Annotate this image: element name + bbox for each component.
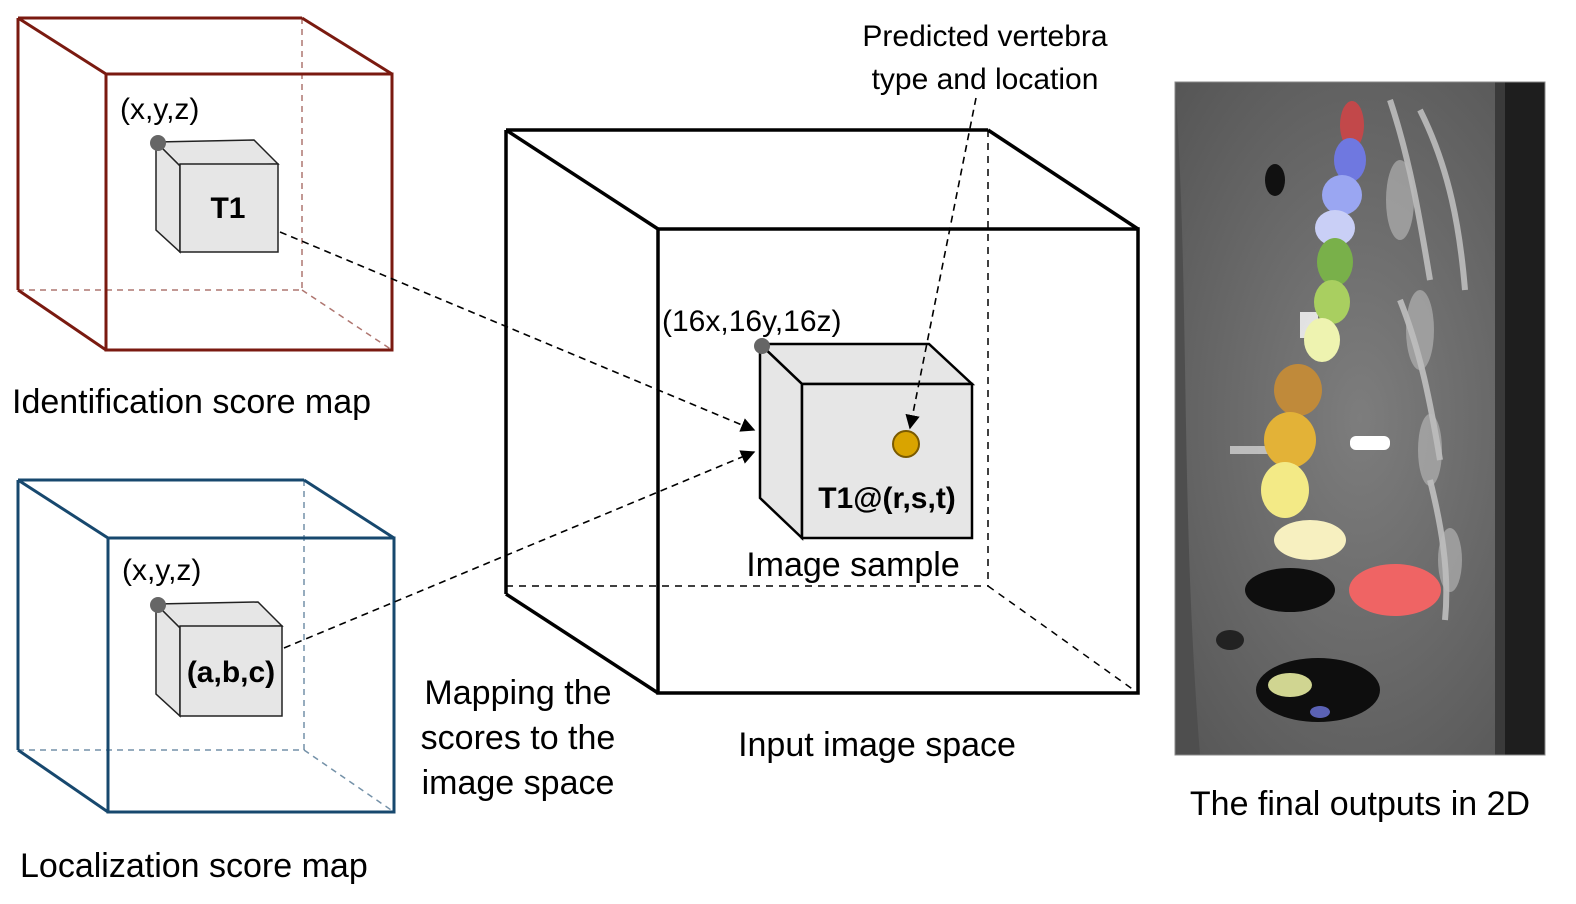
localization-coord-label: (x,y,z): [122, 554, 201, 587]
vertebra-predictions: [1261, 101, 1441, 718]
localization-mapping-arrow: [283, 450, 756, 649]
image-sample-label: T1@(r,s,t): [818, 482, 956, 515]
image-sample-cube: [756, 341, 976, 541]
image-sample-corner-dot: [754, 338, 770, 354]
ct-sagittal-spine-image: [1175, 82, 1545, 755]
identification-score-map: (x,y,z) T1 Identification score map: [12, 16, 394, 421]
identification-coord-label: (x,y,z): [120, 93, 199, 126]
mapping-caption-line2: scores to the: [421, 719, 616, 757]
mapping-caption: Mapping the scores to the image space: [421, 674, 616, 802]
mapping-caption-line3: image space: [422, 764, 615, 802]
localization-cube-label: (a,b,c): [187, 656, 275, 689]
mapping-arrows: [279, 97, 977, 649]
prediction-caption: Predicted vertebra type and location: [862, 20, 1107, 96]
mapping-caption-line1: Mapping the: [424, 674, 611, 712]
input-image-space: (16x,16y,16z) T1@(r,s,t) Image sample In…: [504, 128, 1140, 764]
localization-corner-dot: [150, 597, 166, 613]
localization-score-map: (x,y,z) (a,b,c) Localization score map: [16, 478, 396, 885]
input-space-caption: Input image space: [738, 726, 1016, 764]
image-sample-caption: Image sample: [746, 546, 960, 584]
predicted-location-point: [892, 430, 920, 458]
prediction-caption-line1: Predicted vertebra: [862, 20, 1107, 53]
final-output-caption: The final outputs in 2D: [1190, 785, 1530, 823]
identification-voxel-cube: [154, 139, 280, 254]
prediction-caption-line2: type and location: [872, 63, 1099, 96]
localization-voxel-cube: [154, 601, 284, 718]
localization-map-caption: Localization score map: [20, 847, 368, 885]
identification-wireframe-cube: [16, 16, 394, 352]
identification-mapping-arrow: [279, 231, 756, 432]
prediction-pointer-arrow: [905, 97, 977, 430]
identification-map-caption: Identification score map: [12, 383, 371, 421]
input-space-wireframe-cube: [504, 128, 1140, 695]
identification-corner-dot: [150, 135, 166, 151]
localization-wireframe-cube: [16, 478, 396, 814]
image-sample-coord-label: (16x,16y,16z): [662, 305, 842, 338]
identification-cube-label: T1: [210, 192, 245, 225]
